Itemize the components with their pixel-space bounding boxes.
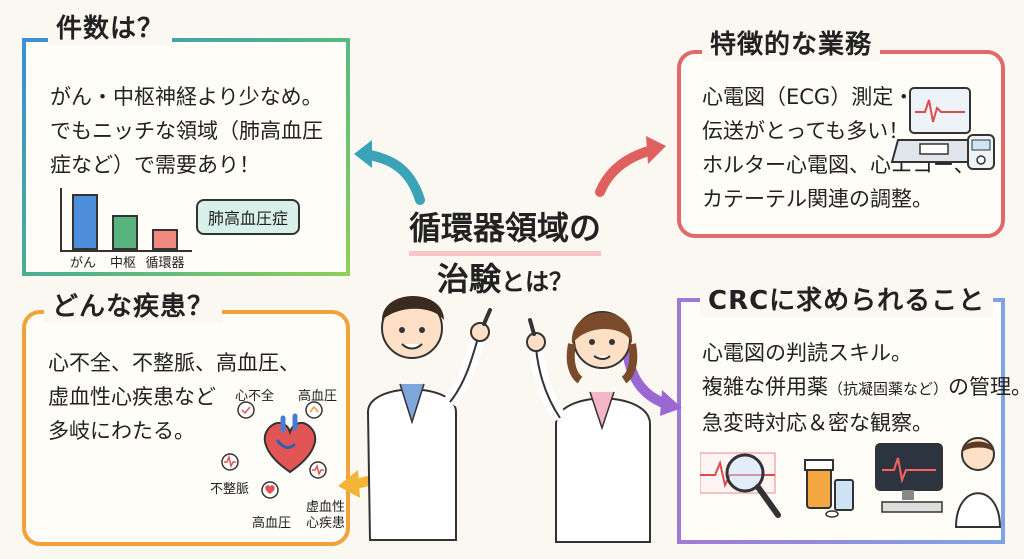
bar-cardio bbox=[152, 229, 178, 250]
crc-panel-title: CRCに求められること bbox=[700, 280, 994, 317]
crc-line-2: 複雑な併用薬（抗凝固薬など）の管理。 bbox=[702, 375, 1024, 399]
center-title: 循環器領域の 治験とは？ bbox=[380, 205, 630, 305]
disease-panel-title: どんな疾患？ bbox=[44, 286, 223, 323]
bar-label-cardio: 循環器 bbox=[145, 256, 185, 271]
ecg-magnifier-icon bbox=[700, 452, 781, 518]
disease-line-1: 心不全、不整脈、高血圧、 bbox=[48, 351, 300, 375]
label-arrhythmia: 不整脈 bbox=[210, 482, 250, 497]
computer-monitor-icon bbox=[875, 443, 943, 513]
bar-cns bbox=[112, 215, 138, 250]
bar-chart bbox=[60, 188, 192, 252]
duties-line-4: カテーテル関連の調整。 bbox=[702, 187, 933, 211]
count-line-1: がん・中枢神経より少なめ。 bbox=[50, 85, 323, 109]
disease-panel-text: 心不全、不整脈、高血圧、 虚血性心疾患など 多岐にわたる。 bbox=[48, 346, 300, 448]
label-hypertension-bottom: 高血圧 bbox=[252, 516, 292, 531]
bar-label-cns: 中枢 bbox=[109, 256, 136, 271]
arrow-to-duties bbox=[595, 136, 666, 197]
disease-line-2: 虚血性心疾患など bbox=[48, 385, 216, 409]
small-disease-icons bbox=[221, 401, 327, 499]
duties-line-2: 伝送がとっても多い！ bbox=[702, 119, 910, 143]
disease-line-3: 多岐にわたる。 bbox=[48, 419, 195, 443]
crc-panel bbox=[677, 298, 1005, 544]
callout-pulmonary-hypertension: 肺高血圧症 bbox=[196, 199, 301, 235]
count-line-3: 症など）で需要あり！ bbox=[50, 153, 260, 177]
heart-icon bbox=[263, 413, 317, 474]
crc-person-illustration bbox=[954, 437, 1002, 528]
doctor-male-illustration bbox=[366, 296, 492, 541]
count-line-2: でもニッチな領域（肺高血圧 bbox=[50, 119, 323, 143]
duties-panel-title: 特徴的な業務 bbox=[702, 24, 881, 61]
medicine-bottle-icon bbox=[804, 459, 854, 518]
bar-cancer bbox=[72, 194, 98, 250]
ecg-machine-icon bbox=[890, 87, 995, 170]
arrow-to-count bbox=[354, 140, 425, 205]
label-ischemic-2: 心疾患 bbox=[306, 516, 346, 531]
crc-panel-text: 心電図の判読スキル。 複雑な併用薬（抗凝固薬など）の管理。 急変時対応＆密な観察… bbox=[702, 336, 1024, 440]
doctor-female-illustration bbox=[526, 311, 651, 543]
label-heart-failure: 心不全 bbox=[235, 389, 275, 404]
label-hypertension-top: 高血圧 bbox=[298, 389, 338, 404]
count-panel-title: 件数は？ bbox=[48, 8, 173, 45]
crc-line-1: 心電図の判読スキル。 bbox=[702, 341, 912, 365]
center-title-line-1: 循環器領域の bbox=[408, 205, 601, 256]
count-panel-text: がん・中枢神経より少なめ。 でもニッチな領域（肺高血圧 症など）で需要あり！ bbox=[50, 80, 323, 182]
center-title-line-2: 治験とは？ bbox=[436, 260, 573, 298]
bar-label-cancer: がん bbox=[69, 256, 96, 271]
crc-line-3: 急変時対応＆密な観察。 bbox=[702, 411, 933, 435]
duties-line-1: 心電図（ECG）測定・ bbox=[702, 85, 915, 109]
label-ischemic-1: 虚血性 bbox=[306, 500, 346, 515]
